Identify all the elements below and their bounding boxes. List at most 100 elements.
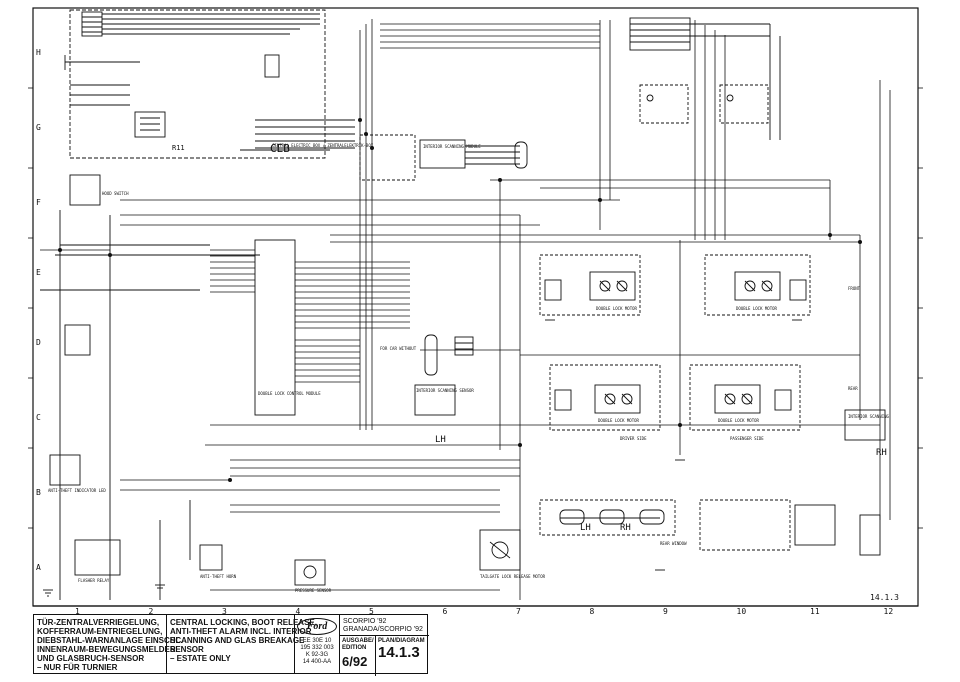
column-number: 1: [75, 607, 80, 616]
edition-block: AUSGABE/ EDITION 6/92 PLAN/DIAGRAM 14.1.…: [340, 635, 429, 676]
title-en-line: SCANNING AND GLAS BREAKAGE: [170, 636, 305, 645]
ceb-sub-label: CENTRAL ELECTRIC BOX / ZENTRALELEKTRIK-B…: [272, 143, 374, 148]
fuse-block: [81, 11, 320, 37]
title-block: TÜR-ZENTRALVERRIEGELUNG, KOFFERRAUM-ENTR…: [33, 614, 429, 676]
front-label: FRONT: [848, 286, 861, 291]
lh-label-mid: LH: [435, 435, 446, 445]
ford-logo: Ford: [297, 618, 337, 635]
interior-scanning-sensor-lh: [414, 384, 456, 416]
model-line: GRANADA/SCORPIO '92: [343, 626, 423, 633]
lock-motor-rear-right: [689, 364, 801, 431]
hood-switch: [69, 174, 101, 206]
title-english: CENTRAL LOCKING, BOOT RELEASE, ANTI-THEF…: [167, 615, 317, 673]
antitheft-horn-label: ANTI-THEFT HORN: [200, 574, 237, 579]
plan-label: PLAN/DIAGRAM: [378, 638, 425, 644]
part-code: K 92-3G: [305, 652, 329, 658]
column-number: 2: [149, 607, 154, 616]
lock-motor-label-2: DOUBLE LOCK MOTOR: [736, 306, 778, 311]
row-letter: H: [36, 48, 41, 57]
column-number: 5: [369, 607, 374, 616]
lock-motor-label-3: DOUBLE LOCK MOTOR: [598, 418, 640, 423]
brand-cell: Ford EE 30E 10 195 332 003 K 92-3G 14 40…: [295, 615, 340, 673]
diagram-number: 14.1.3: [378, 644, 420, 661]
tailgate-lock-release-motor: [479, 529, 521, 571]
row-letter: A: [36, 563, 41, 572]
rear-window-label: REAR WINDOW: [660, 541, 687, 546]
edition-label: AUSGABE/ EDITION: [342, 638, 374, 651]
lock-motor-front-left: [539, 254, 641, 316]
lock-motor-label-1: DOUBLE LOCK MOTOR: [596, 306, 638, 311]
flasher-relay-block: [74, 539, 121, 576]
control-module-label: DOUBLE LOCK CONTROL MODULE: [258, 391, 321, 396]
part-code: EE 30E 10: [302, 638, 332, 644]
boot-release-relay: [134, 111, 166, 138]
title-de-line: TÜR-ZENTRALVERRIEGELUNG,: [37, 618, 160, 627]
title-de-line: – NUR FÜR TURNIER: [37, 663, 118, 672]
title-en-line: SENSOR: [170, 645, 204, 654]
double-lock-switch-passenger: [719, 84, 769, 124]
connector-c16: [629, 17, 781, 140]
scanning-module-frame: [359, 134, 416, 181]
scanning-module-label: INTERIOR SCANNING MODULE: [423, 144, 481, 149]
title-de-line: KOFFERRAUM-ENTRIEGELUNG,: [37, 627, 163, 636]
tailgate-switch-rh: [859, 514, 881, 556]
column-number: 10: [737, 607, 747, 616]
plan-cell: PLAN/DIAGRAM 14.1.3: [376, 636, 429, 676]
row-letter: D: [36, 338, 41, 347]
lock-motor-front-right: [704, 254, 811, 316]
sensor-connector-lh: [424, 334, 438, 376]
ceb-box: [69, 9, 326, 159]
anti-theft-led: [49, 324, 91, 486]
title-german: TÜR-ZENTRALVERRIEGELUNG, KOFFERRAUM-ENTR…: [34, 615, 183, 673]
part-code: 14 400-AA: [302, 659, 332, 665]
row-letter: C: [36, 413, 41, 422]
connector-stack: [454, 336, 474, 356]
scanning-connector: [514, 141, 528, 169]
double-lock-switch-driver: [639, 84, 689, 124]
title-de-line: UND GLASBRUCH-SENSOR: [37, 654, 145, 663]
row-letter: G: [36, 123, 41, 132]
hood-switch-label: HOOD SWITCH: [102, 191, 129, 196]
rear-label: REAR: [848, 386, 858, 391]
double-lock-control-module: [254, 239, 296, 416]
pressure-sensor-label: PRESSURE SENSOR: [295, 588, 332, 593]
title-en-line: CENTRAL LOCKING, BOOT RELEASE,: [170, 618, 317, 627]
rh-label-bottom: RH: [620, 523, 631, 533]
passenger-side-label: PASSENGER SIDE: [730, 436, 764, 441]
driver-side-label: DRIVER SIDE: [620, 436, 647, 441]
drawing-frame: [32, 7, 919, 607]
column-number: 8: [590, 607, 595, 616]
edition-cell: AUSGABE/ EDITION 6/92: [340, 636, 376, 676]
edition-value: 6/92: [342, 654, 368, 669]
r11-label: R11: [172, 144, 185, 152]
anti-theft-switch: [794, 504, 836, 546]
column-number: 7: [516, 607, 521, 616]
title-en-line: – ESTATE ONLY: [170, 654, 231, 663]
scanning-sensor-label: INTERIOR SCANNING SENSOR: [416, 388, 474, 393]
for-car-without-label: FOR CAR WITHOUT: [380, 346, 417, 351]
column-number: 6: [443, 607, 448, 616]
rh-label-right: RH: [876, 448, 887, 458]
row-letter: F: [36, 198, 41, 207]
anti-theft-horn-block: [199, 544, 223, 571]
tailgate-lock-label: TAILGATE LOCK RELEASE MOTOR: [480, 574, 546, 579]
column-number: 12: [884, 607, 894, 616]
ceb-label: CEB: [270, 142, 290, 155]
splice-points: [58, 118, 862, 482]
tailgate-switch: [699, 499, 791, 551]
part-code: 195 332 003: [300, 645, 334, 651]
model-cell: SCORPIO '92 GRANADA/SCORPIO '92: [340, 615, 429, 673]
ceb-connector: [264, 54, 280, 78]
grid-ticks: [28, 87, 923, 529]
row-letter: B: [36, 488, 41, 497]
model-line: SCORPIO '92: [343, 618, 387, 625]
title-de-line: DIEBSTAHL-WARNANLAGE EINSCHL.: [37, 636, 183, 645]
interior-scanning-module: [419, 139, 466, 169]
title-en-line: ANTI-THEFT ALARM INCL. INTERIOR: [170, 627, 312, 636]
flasher-relay-label: FLASHER RELAY: [78, 578, 110, 583]
control-module-pins: [210, 249, 410, 383]
